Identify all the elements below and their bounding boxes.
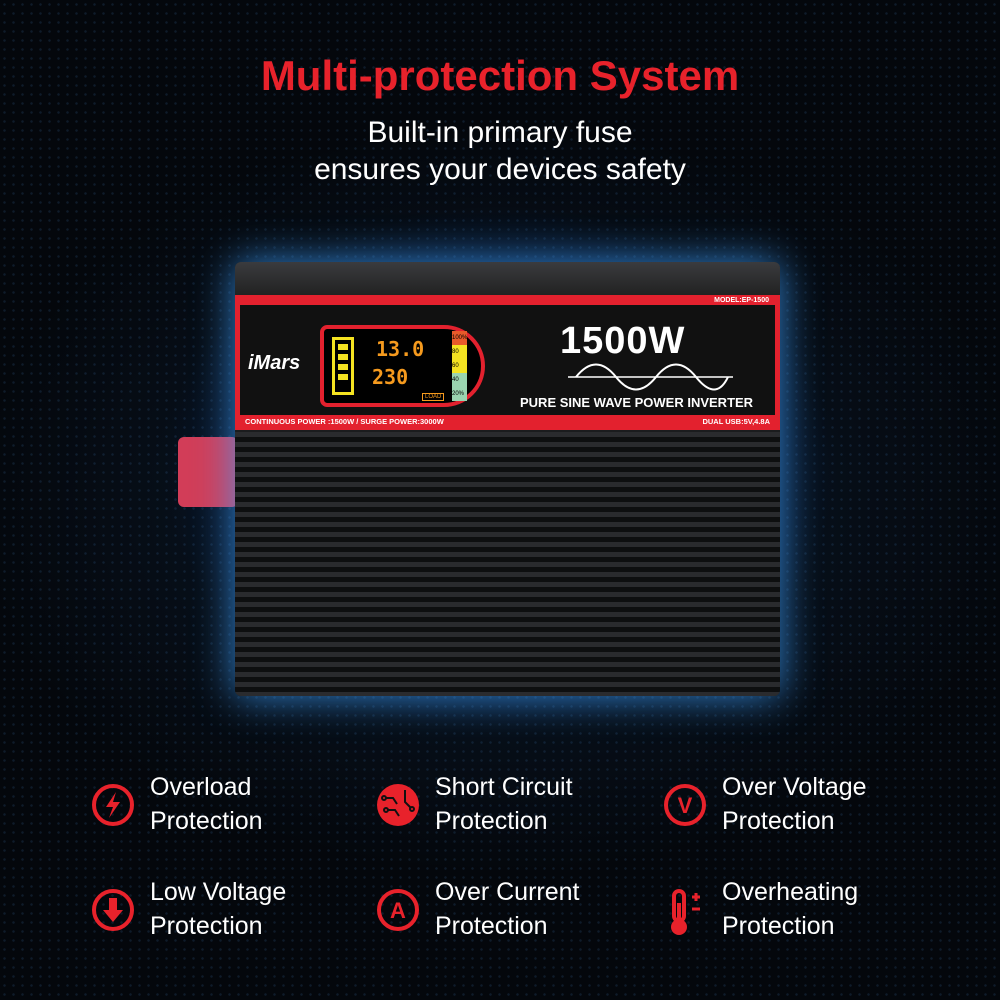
model-label: MODEL:EP-1500 <box>714 297 769 304</box>
feature-label-line-2: Protection <box>150 912 263 940</box>
feature-label-line-1: Low Voltage <box>150 878 287 906</box>
load-label: LOAD <box>422 393 445 401</box>
power-rating: 1500W <box>560 320 686 362</box>
panel-face: MODEL:EP-1500 iMars 13.0 230 LOAD 100%80… <box>240 297 775 415</box>
front-panel: MODEL:EP-1500 iMars 13.0 230 LOAD 100%80… <box>235 295 780 430</box>
feature-label-line-2: Protection <box>435 912 548 940</box>
feature-label-line-1: Overload <box>150 773 252 801</box>
lightning-icon <box>92 784 134 826</box>
svg-text:A: A <box>390 898 406 923</box>
brand-logo: iMars <box>248 352 301 374</box>
usb-spec: DUAL USB:5V,4.8A <box>702 417 770 426</box>
feature-label-line-1: Short Circuit <box>435 773 573 801</box>
feature-label-line-2: Protection <box>150 807 263 835</box>
output-voltage-readout: 230 <box>372 365 409 389</box>
battery-terminal <box>178 437 238 507</box>
subtitle: Built-in primary fuse ensures your device… <box>0 114 1000 188</box>
arrow-down-icon <box>92 889 134 931</box>
input-voltage-readout: 13.0 <box>376 337 425 361</box>
svg-text:V: V <box>678 793 693 818</box>
page-title: Multi-protection System <box>260 52 740 99</box>
inverter-product-image: MODEL:EP-1500 iMars 13.0 230 LOAD 100%80… <box>235 262 780 696</box>
circuit-icon <box>377 784 419 826</box>
subtitle-line-1: Built-in primary fuse <box>367 116 633 149</box>
product-type: PURE SINE WAVE POWER INVERTER <box>520 395 754 410</box>
voltage-v-icon: V <box>664 784 706 826</box>
feature-label-line-1: Over Current <box>435 878 580 906</box>
feature-label-line-2: Protection <box>722 807 835 835</box>
battery-level-icon <box>332 337 354 395</box>
feature-label-line-2: Protection <box>435 807 548 835</box>
feature-label-line-2: Protection <box>722 912 835 940</box>
inverter-top-edge <box>235 262 780 295</box>
heatsink-fins <box>235 432 780 696</box>
feature-label-line-1: Over Voltage <box>722 773 867 801</box>
continuous-power-spec: CONTINUOUS POWER :1500W / SURGE POWER:30… <box>245 417 444 426</box>
thermometer-icon <box>671 889 700 935</box>
ampere-a-icon: A <box>377 889 419 931</box>
subtitle-line-2: ensures your devices safety <box>314 153 686 186</box>
sine-wave-icon <box>568 363 733 391</box>
feature-label-line-1: Overheating <box>722 878 859 906</box>
